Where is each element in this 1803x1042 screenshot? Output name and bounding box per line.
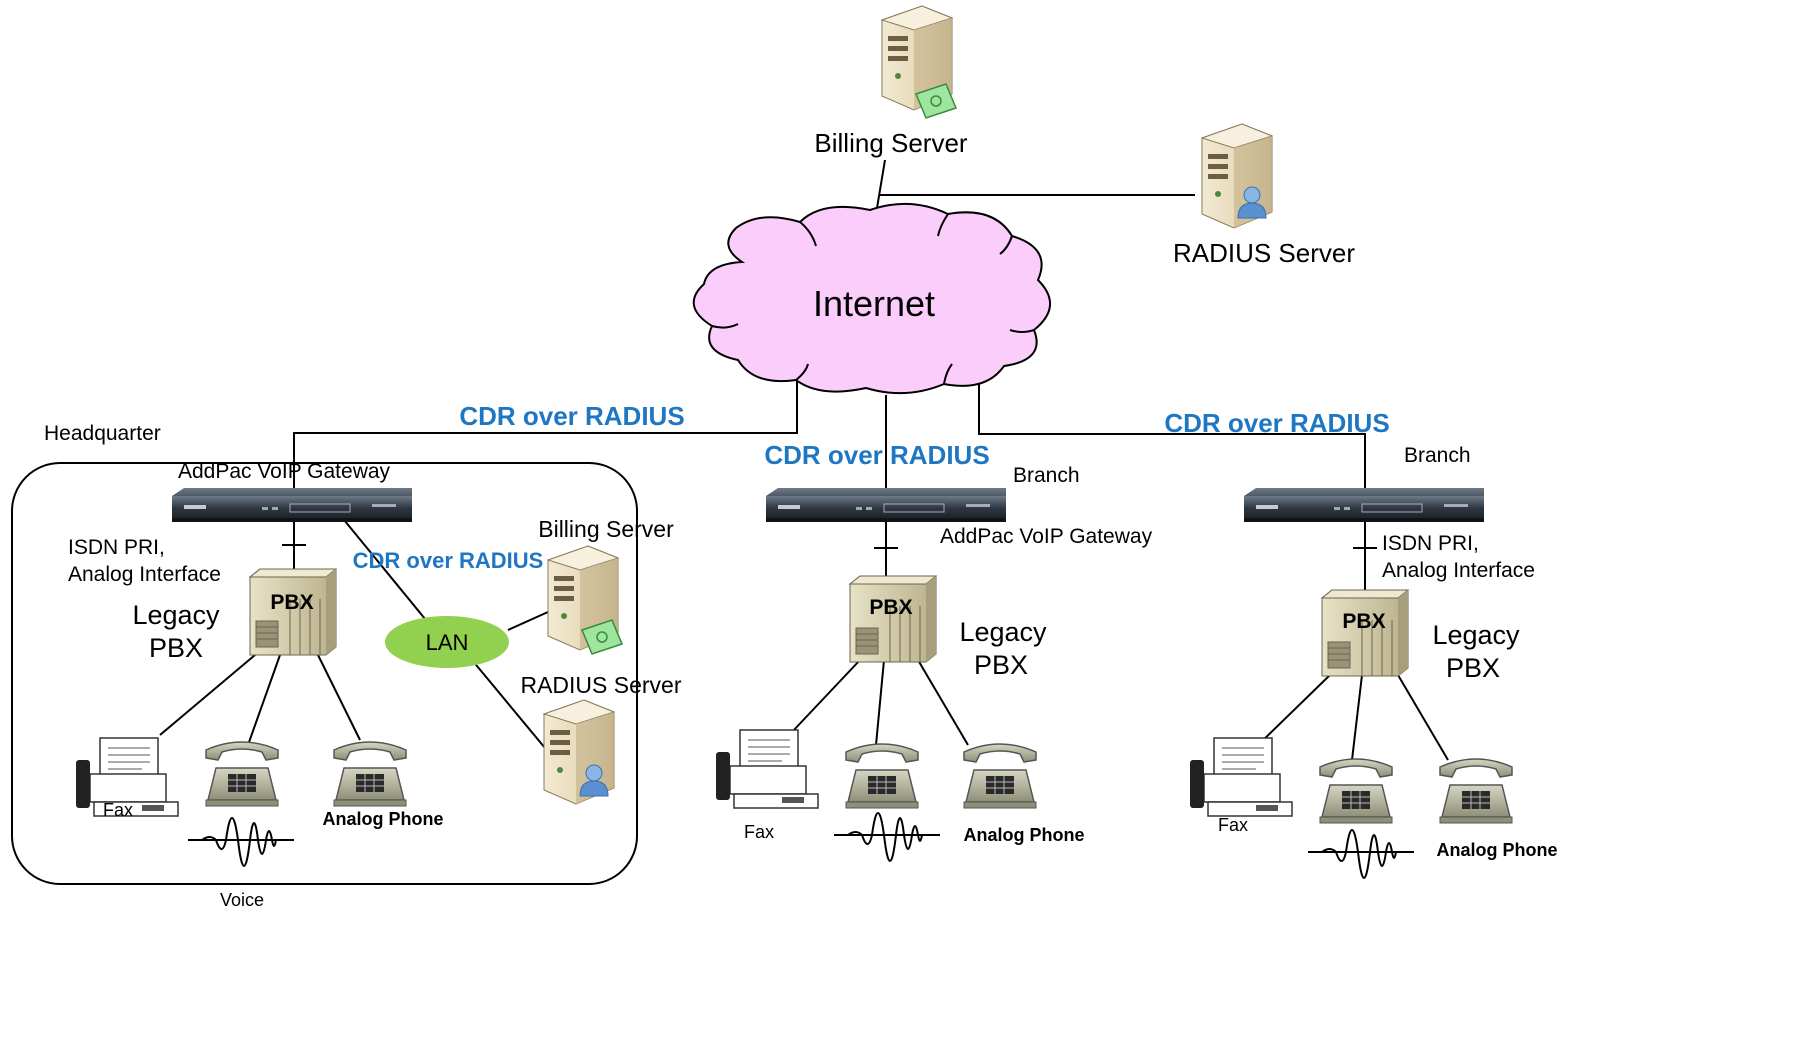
branch2-pbx-label: PBX (1446, 653, 1500, 683)
gateway-icon (171, 487, 413, 523)
branch1-pbx-box-label: PBX (869, 596, 912, 619)
cloud-icon (692, 202, 1052, 395)
phone-icon (845, 743, 919, 809)
branch2-interface-line2: Analog Interface (1382, 559, 1535, 582)
voice-wave-icon (187, 817, 295, 867)
headquarter-boundary (11, 462, 638, 885)
radius-server-label: RADIUS Server (1173, 238, 1355, 268)
cdr-label-lan: CDR over RADIUS (353, 548, 544, 573)
cdr-label-branch2: CDR over RADIUS (1164, 408, 1389, 438)
branch1-legacy-label: Legacy (959, 617, 1047, 647)
lan-ellipse (385, 616, 509, 668)
hq-pbx-label: PBX (149, 633, 203, 663)
hq-gateway-label: AddPac VoIP Gateway (178, 460, 391, 483)
gateway-icon (765, 487, 1007, 523)
headquarter-title: Headquarter (44, 422, 161, 445)
fax-icon (1189, 737, 1293, 817)
phone-icon (1439, 758, 1513, 824)
hq-interface-line2: Analog Interface (68, 563, 221, 586)
branch2-fax-label: Fax (1218, 815, 1248, 835)
pbx-icon (849, 575, 937, 663)
branch1-pbx-label: PBX (974, 650, 1028, 680)
hq-billing-server-label: Billing Server (538, 516, 674, 542)
hq-legacy-label: Legacy (132, 600, 220, 630)
hq-phone-label: Analog Phone (323, 809, 444, 829)
hq-radius-server-label: RADIUS Server (520, 672, 681, 698)
hq-fax-label: Fax (103, 800, 133, 820)
voice-wave-icon (1307, 829, 1415, 879)
branch1-phone-label: Analog Phone (964, 825, 1085, 845)
hq-pbx-box-label: PBX (270, 591, 313, 614)
lan-label: LAN (426, 630, 469, 655)
branch2-phone-label: Analog Phone (1437, 840, 1558, 860)
branch1-title: Branch (1013, 464, 1080, 487)
pbx-icon (1321, 589, 1409, 677)
phone-icon (205, 741, 279, 807)
hq-interface-line1: ISDN PRI, (68, 536, 165, 559)
branch2-legacy-label: Legacy (1432, 620, 1520, 650)
gateway-icon (1243, 487, 1485, 523)
internet-label: Internet (813, 283, 935, 324)
branch2-pbx-box-label: PBX (1342, 610, 1385, 633)
phone-icon (1319, 758, 1393, 824)
branch2-title: Branch (1404, 444, 1471, 467)
connections (159, 159, 1449, 761)
branch2-interface-line1: ISDN PRI, (1382, 532, 1479, 555)
branch1-fax-label: Fax (744, 822, 774, 842)
fax-icon (715, 729, 819, 809)
phone-icon (963, 743, 1037, 809)
billing-server-label: Billing Server (814, 128, 968, 158)
cdr-label-hq: CDR over RADIUS (459, 401, 684, 431)
cdr-label-branch1: CDR over RADIUS (764, 440, 989, 470)
phone-icon (333, 741, 407, 807)
branch1-gateway-label: AddPac VoIP Gateway (940, 525, 1153, 548)
voice-wave-icon (833, 812, 941, 862)
hq-voice-label: Voice (220, 890, 264, 910)
